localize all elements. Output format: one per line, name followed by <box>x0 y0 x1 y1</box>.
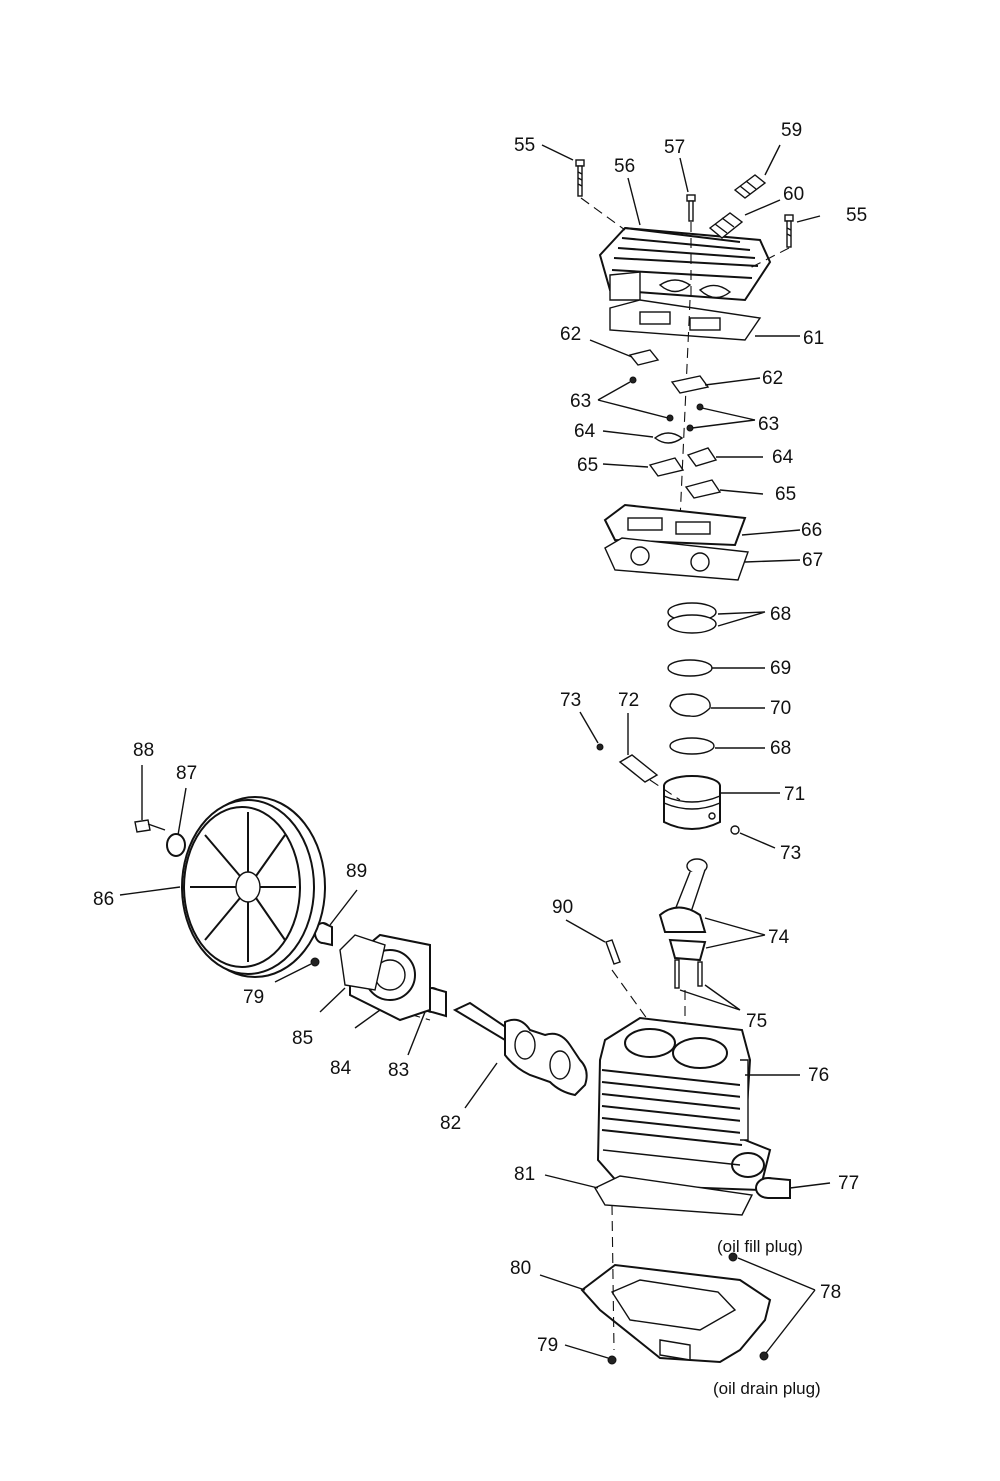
label-69: 69 <box>770 658 791 679</box>
bolt-79-side <box>310 957 320 967</box>
label-87: 87 <box>176 763 197 784</box>
label-55-right: 55 <box>846 205 867 226</box>
label-89: 89 <box>346 861 367 882</box>
label-64-right: 64 <box>772 447 794 468</box>
label-63-right: 63 <box>758 414 779 435</box>
label-84: 84 <box>330 1058 352 1079</box>
wrist-pin-72 <box>596 743 740 835</box>
label-55-left: 55 <box>514 135 535 156</box>
label-86: 86 <box>93 889 114 910</box>
piston-71 <box>663 775 721 830</box>
label-59: 59 <box>781 120 802 141</box>
label-77: 77 <box>838 1173 859 1194</box>
label-82: 82 <box>440 1113 461 1134</box>
label-61: 61 <box>803 328 824 349</box>
washer-87 <box>166 833 186 857</box>
label-63-left: 63 <box>570 391 591 412</box>
label-76: 76 <box>808 1065 829 1086</box>
label-85: 85 <box>292 1028 313 1049</box>
flywheel-86 <box>181 796 326 978</box>
label-90: 90 <box>552 897 573 918</box>
label-68-upper: 68 <box>770 604 791 625</box>
label-79-side: 79 <box>243 987 264 1008</box>
label-65-left: 65 <box>577 455 598 476</box>
valve-plate-66 <box>603 503 747 547</box>
base-plate-80 <box>580 1252 772 1365</box>
leader-lines <box>119 144 831 1359</box>
bolt-88 <box>134 819 166 833</box>
valve-plates <box>628 349 722 499</box>
label-74: 74 <box>768 927 790 948</box>
label-78: 78 <box>820 1282 841 1303</box>
label-71: 71 <box>784 784 805 805</box>
label-83: 83 <box>388 1060 409 1081</box>
crankshaft-82 <box>452 1001 588 1097</box>
part-labels: 55 56 57 59 60 55 61 62 62 63 63 64 64 6… <box>93 120 867 1398</box>
gasket-67 <box>604 537 749 581</box>
piston-rings <box>667 602 717 755</box>
label-60: 60 <box>783 184 804 205</box>
note-oil-fill-plug: (oil fill plug) <box>717 1237 803 1256</box>
label-73-left: 73 <box>560 690 581 711</box>
head-gasket-61 <box>609 299 762 341</box>
fitting-60 <box>708 212 744 239</box>
label-64-left: 64 <box>574 421 596 442</box>
label-65-right: 65 <box>775 484 796 505</box>
note-oil-drain-plug: (oil drain plug) <box>713 1379 821 1398</box>
label-80: 80 <box>510 1258 531 1279</box>
connecting-rod-74 <box>658 858 708 989</box>
label-56: 56 <box>614 156 635 177</box>
cylinder-head <box>598 226 772 302</box>
label-73-right: 73 <box>780 843 801 864</box>
label-67: 67 <box>802 550 823 571</box>
bolt-55-left <box>575 159 585 197</box>
label-66: 66 <box>801 520 822 541</box>
sight-glass-77 <box>755 1177 791 1199</box>
bolt-55-right <box>784 214 794 248</box>
label-81: 81 <box>514 1164 535 1185</box>
label-68-lower: 68 <box>770 738 791 759</box>
label-70: 70 <box>770 698 791 719</box>
label-79-bottom: 79 <box>537 1335 558 1356</box>
crankcase-76 <box>596 1016 772 1192</box>
bolt-57 <box>686 194 696 222</box>
fitting-59 <box>733 174 767 199</box>
label-75: 75 <box>746 1011 767 1032</box>
dowel-pin-90 <box>605 939 621 965</box>
label-57: 57 <box>664 137 685 158</box>
label-88: 88 <box>133 740 154 761</box>
gasket-81 <box>594 1175 754 1216</box>
label-62-left: 62 <box>560 324 581 345</box>
gasket-85 <box>339 934 386 991</box>
label-72: 72 <box>618 690 639 711</box>
label-62-right: 62 <box>762 368 783 389</box>
